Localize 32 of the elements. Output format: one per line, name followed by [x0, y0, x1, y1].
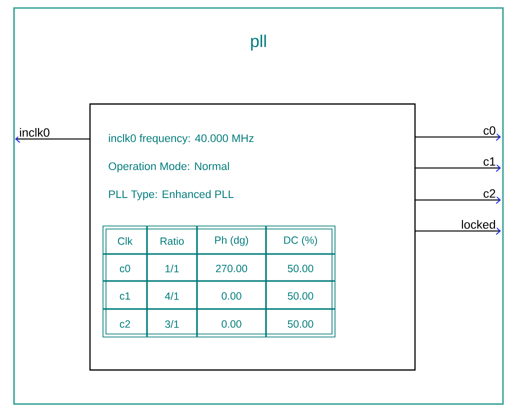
port-label: c2 — [484, 189, 496, 198]
table-cell: c1 — [120, 292, 130, 300]
port-line — [415, 133, 501, 141]
parameter-text: inclk0 frequency: 40.000 MHz — [108, 134, 254, 144]
port-line — [15, 135, 90, 143]
port-label: c0 — [484, 126, 496, 135]
table-cell: DC (%) — [284, 236, 318, 246]
table-cell: 4/1 — [164, 292, 179, 300]
table-cell: 50.00 — [288, 264, 314, 272]
title: pll — [251, 34, 266, 51]
table-cell: Ratio — [160, 237, 184, 245]
port-label: inclk0 — [20, 128, 50, 137]
parameter-text: Operation Mode: Normal — [108, 162, 229, 172]
table-cell: 0.00 — [222, 320, 242, 328]
block-box — [89, 103, 416, 371]
table-cell: 50.00 — [288, 292, 314, 300]
frame — [13, 7, 504, 405]
table-cell: 50.00 — [288, 320, 314, 328]
parameter-text: PLL Type: Enhanced PLL — [109, 190, 234, 200]
table-cell: c2 — [120, 320, 130, 328]
table-cell: 1/1 — [166, 264, 179, 272]
table-cell: 270.00 — [216, 264, 248, 272]
table-cell: c0 — [120, 264, 130, 272]
table-cell: 3/1 — [165, 320, 179, 328]
port-line — [415, 196, 501, 204]
table-cell: Ph (dg) — [215, 236, 248, 246]
port-label: locked — [462, 220, 496, 229]
table-cell: 0.00 — [222, 292, 242, 300]
table-cell: Clk — [118, 237, 133, 245]
port-line — [415, 227, 501, 235]
port-line — [415, 164, 501, 172]
port-label: c1 — [484, 157, 496, 166]
